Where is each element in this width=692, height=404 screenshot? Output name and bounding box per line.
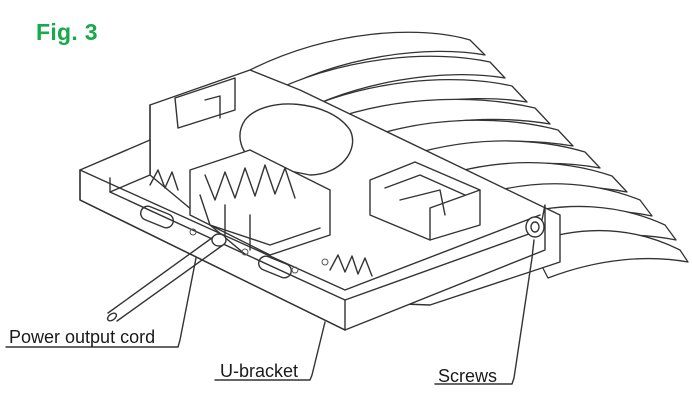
screws-label: Screws: [438, 366, 498, 386]
terminal-block: [189, 149, 331, 256]
figure-title: Fig. 3: [36, 19, 98, 45]
u-bracket-label: U-bracket: [220, 361, 299, 381]
leader-lines: [5, 239, 535, 385]
screw-drawing: [525, 216, 545, 238]
power-output-cord-label: Power output cord: [9, 327, 156, 347]
power-cord-drawing: [106, 233, 227, 322]
